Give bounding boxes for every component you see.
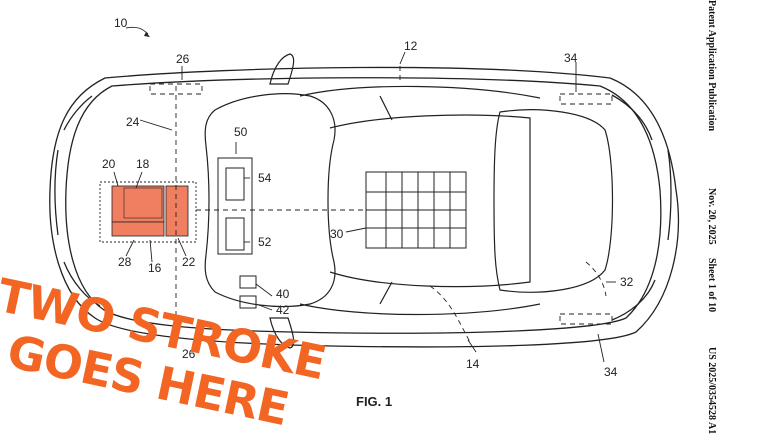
- cabin-outline: [204, 85, 614, 316]
- ref-40: 40: [276, 287, 290, 301]
- ref-52: 52: [258, 235, 272, 249]
- ref-32: 32: [620, 275, 634, 289]
- ref-22: 22: [182, 255, 196, 269]
- publication-number: US 2025/0354528 A1: [706, 346, 717, 435]
- ref-54: 54: [258, 171, 272, 185]
- dashed-lines: [149, 66, 613, 343]
- sheet-number: Sheet 1 of 10: [706, 257, 717, 312]
- solar-panel-30: [365, 171, 467, 249]
- reference-numerals: 10 26 12 34 24 50 20 18 54 52 30 28 16 2…: [102, 16, 634, 409]
- ref-34-top: 34: [564, 51, 578, 65]
- car-body-outline: [49, 66, 679, 348]
- ref-14: 14: [466, 357, 480, 371]
- ref-26: 26: [176, 52, 190, 66]
- leader-lines: [113, 26, 616, 363]
- figure-label: FIG. 1: [356, 394, 392, 409]
- ref-12: 12: [404, 39, 418, 53]
- ref-24: 24: [126, 115, 140, 129]
- ref-30: 30: [330, 227, 344, 241]
- arrow-head: [144, 32, 150, 37]
- ref-50: 50: [234, 125, 248, 139]
- battery-assembly: [99, 181, 197, 243]
- ref-16: 16: [148, 261, 162, 275]
- ref-26-bottom: 26: [182, 347, 196, 361]
- ref-34-bottom: 34: [604, 365, 618, 379]
- patent-header: Patent Application Publication Nov. 20, …: [703, 0, 719, 438]
- controller-50: [217, 157, 257, 309]
- ref-42: 42: [276, 303, 290, 317]
- ref-10: 10: [114, 16, 128, 30]
- ref-20: 20: [102, 157, 116, 171]
- ref-18: 18: [136, 157, 150, 171]
- publication-type: Patent Application Publication: [706, 0, 717, 132]
- mirrors: [269, 53, 295, 349]
- ref-28: 28: [118, 255, 132, 269]
- publication-date: Nov. 20, 2025: [706, 188, 717, 245]
